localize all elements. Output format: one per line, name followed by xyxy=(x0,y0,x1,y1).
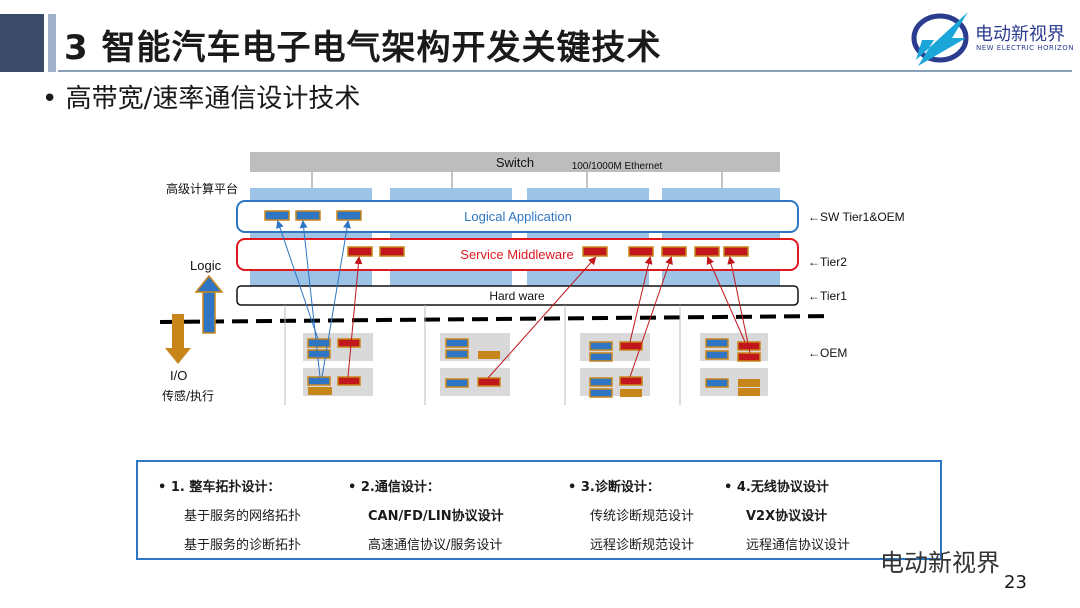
technique-item: 高速通信协议/服务设计 xyxy=(368,538,503,553)
technique-column-1: • 1. 整车拓扑设计： 基于服务的网络拓扑 基于服务的诊断拓扑 xyxy=(158,476,301,553)
logic-io-boundary xyxy=(159,314,833,324)
brand-logo-icon xyxy=(911,12,969,66)
hardware-label: Hard ware xyxy=(489,289,545,303)
hardware-layer xyxy=(236,285,799,306)
sensor-actuator-label: 传感/执行 xyxy=(162,388,214,403)
technique-column-4: • 4.无线协议设计 V2X协议设计 远程通信协议设计 xyxy=(724,476,850,553)
logo-brand-english: NEW ELECTRIC HORIZON xyxy=(976,44,1074,52)
page-title: 3 智能汽车电子电气架构开发关键技术 xyxy=(64,28,662,68)
technique-column-2: • 2.通信设计： CAN/FD/LIN协议设计 高速通信协议/服务设计 xyxy=(348,476,504,553)
app-connection-arrows xyxy=(276,220,351,378)
tier-sw-label: ←SW Tier1&OEM xyxy=(808,210,905,224)
middleware-connection-arrows xyxy=(347,256,751,379)
logic-up-arrow-icon xyxy=(194,274,224,334)
technique-item: V2X协议设计 xyxy=(746,509,828,524)
watermark-text: 电动新视界 xyxy=(880,549,1000,577)
title-accent-bar xyxy=(0,14,44,72)
ethernet-label: 100/1000M Ethernet xyxy=(572,161,663,172)
section-subtitle: • 高带宽/速率通信设计技术 xyxy=(42,84,361,114)
logic-label: Logic xyxy=(190,258,222,273)
middleware-blocks xyxy=(347,246,749,257)
service-middleware-label: Service Middleware xyxy=(460,247,573,262)
oem-ecu-groups xyxy=(284,305,768,405)
title-accent-stripe xyxy=(48,14,56,72)
page-number: 23 xyxy=(1004,572,1027,593)
io-label: I/O xyxy=(170,368,187,383)
io-down-arrow-icon xyxy=(165,314,191,364)
technique-heading: • 2.通信设计： xyxy=(348,480,440,495)
service-middleware-layer xyxy=(236,238,799,271)
technique-column-3: • 3.诊断设计： 传统诊断规范设计 远程诊断规范设计 xyxy=(568,476,694,553)
logical-application-label: Logical Application xyxy=(464,209,572,224)
platform-label: 高级计算平台 xyxy=(166,181,238,196)
technique-item: 基于服务的诊断拓扑 xyxy=(184,538,302,553)
oem-label: ←OEM xyxy=(808,346,847,360)
technique-heading: • 3.诊断设计： xyxy=(568,480,660,495)
tier2-label: ←Tier2 xyxy=(808,255,847,269)
switch-bar xyxy=(250,152,780,172)
switch-label: Switch xyxy=(496,155,534,170)
tier1-label: ←Tier1 xyxy=(808,289,847,303)
technique-item: CAN/FD/LIN协议设计 xyxy=(368,509,504,524)
technique-heading: • 1. 整车拓扑设计： xyxy=(158,480,281,495)
app-blocks xyxy=(264,210,362,221)
technique-item: 远程诊断规范设计 xyxy=(590,538,695,553)
technique-heading: • 4.无线协议设计 xyxy=(724,480,829,495)
logo-brand-name: 电动新视界 xyxy=(975,24,1065,45)
logical-application-layer xyxy=(236,200,799,233)
techniques-panel xyxy=(136,460,942,560)
title-divider xyxy=(58,70,1072,72)
technique-item: 基于服务的网络拓扑 xyxy=(184,509,302,524)
architecture-diagram: Switch 100/1000M Ethernet 高级计算平台 Logical… xyxy=(159,152,905,405)
technique-item: 远程通信协议设计 xyxy=(746,538,851,553)
technique-item: 传统诊断规范设计 xyxy=(590,509,695,524)
